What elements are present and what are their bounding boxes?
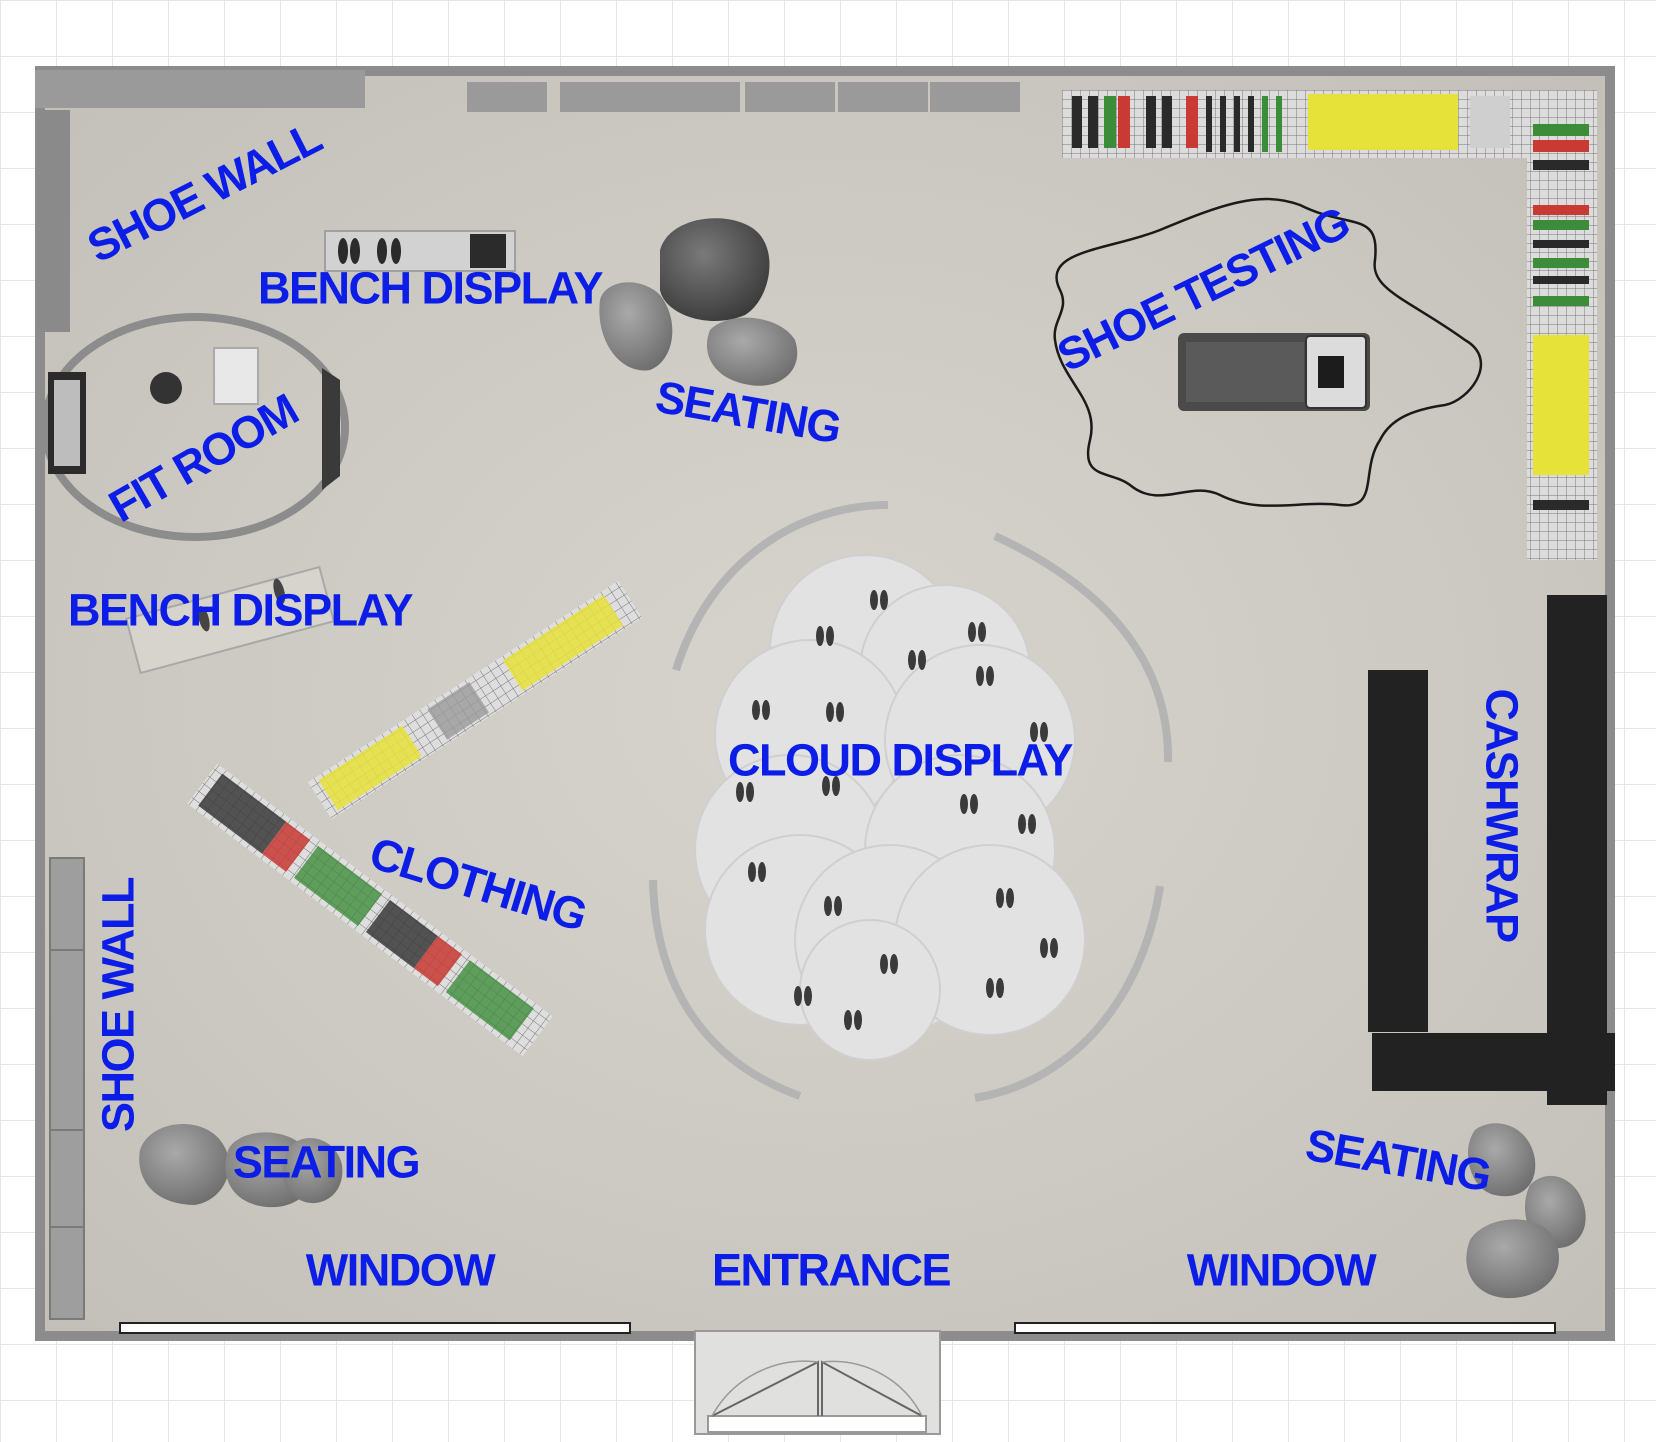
seating-rocks-right <box>1466 1123 1586 1299</box>
treadmill <box>1178 333 1370 411</box>
window-right <box>1014 1322 1556 1334</box>
left-shoe-wall-bottom <box>49 857 85 1320</box>
cloud-display-label: CLOUD DISPLAY <box>728 734 1073 786</box>
entrance-vestibule <box>694 1330 941 1435</box>
bench-display-top-label: BENCH DISPLAY <box>258 262 603 314</box>
cloud-display-shoes <box>736 590 1058 1030</box>
shoe-wall-left-label: SHOE WALL <box>92 878 144 1132</box>
cloud-display-ring <box>649 501 1173 1102</box>
window-right-label: WINDOW <box>1186 1244 1377 1296</box>
clothing-rack-diagonal-down <box>187 763 553 1057</box>
window-left-label: WINDOW <box>305 1244 496 1296</box>
top-wall-segments <box>35 70 1020 112</box>
bench-display-left-label: BENCH DISPLAY <box>68 584 413 636</box>
shoe-wall-rack-top <box>1062 90 1537 158</box>
fit-room <box>41 313 349 541</box>
bench-display-left <box>124 565 336 675</box>
seating-rocks-left <box>139 1123 343 1208</box>
entrance-label: ENTRANCE <box>711 1244 952 1296</box>
shoe-testing-area <box>1053 197 1483 507</box>
cashwrap-label: CASHWRAP <box>1476 688 1528 942</box>
bench-display-top <box>324 230 516 272</box>
left-shoe-wall-top <box>38 110 70 332</box>
clothing-rack-diagonal-up <box>307 580 643 820</box>
seating-left-label: SEATING <box>232 1136 421 1188</box>
seating-rocks-top <box>599 218 798 386</box>
shoe-wall-rack-right <box>1527 90 1597 560</box>
cashwrap-counter <box>1368 595 1615 1105</box>
window-left <box>119 1322 631 1334</box>
